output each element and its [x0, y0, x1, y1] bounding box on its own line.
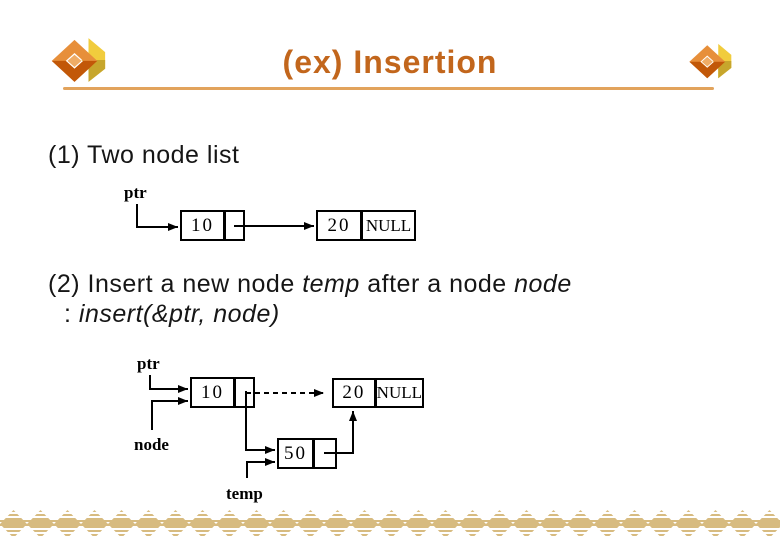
diagram2-node2-box: 20 NULL	[332, 378, 424, 408]
d2-temp-arrow	[246, 458, 275, 478]
diagram2-ptr-label: ptr	[137, 354, 160, 373]
header-divider	[63, 87, 714, 90]
cube-icon	[51, 38, 106, 82]
border-diamond	[729, 510, 756, 538]
node-value: 10	[191, 214, 214, 236]
cube-icon	[689, 43, 732, 79]
diagram1-node1-box: 10	[180, 210, 245, 241]
diagram2-node-label: node	[134, 435, 169, 454]
border-diamond	[756, 510, 780, 538]
section2-temp-var: temp	[302, 270, 360, 298]
diagram1-node2-box: 20 NULL	[316, 210, 416, 241]
border-diamond	[621, 510, 648, 538]
null-text: NULL	[376, 383, 422, 402]
node-pointer-cell	[223, 212, 243, 239]
border-diamond	[702, 510, 729, 538]
border-diamond	[162, 510, 189, 538]
border-diamond	[189, 510, 216, 538]
bottom-border-diamonds	[0, 508, 780, 540]
diagram1-ptr-label: ptr	[124, 183, 147, 202]
colon: :	[64, 300, 79, 328]
section2-text: (2) Insert a new node	[48, 270, 303, 298]
section2-text: after a node	[359, 270, 515, 298]
node-pointer-cell: NULL	[373, 380, 422, 406]
border-diamond	[27, 510, 54, 538]
border-diamond	[108, 510, 135, 538]
null-text: NULL	[365, 215, 412, 235]
border-diamond	[459, 510, 486, 538]
border-diamond	[351, 510, 378, 538]
border-diamond	[324, 510, 351, 538]
section2-heading: (2) Insert a new node temp after a node …	[48, 269, 572, 300]
bottom-border	[0, 508, 780, 540]
border-diamond	[297, 510, 324, 538]
d2-node-arrow	[151, 397, 188, 430]
border-diamond	[54, 510, 81, 538]
border-diamond	[513, 510, 540, 538]
node-pointer-cell: NULL	[360, 212, 414, 239]
insert-call-code: insert(&ptr, node)	[78, 300, 280, 328]
border-diamond	[432, 510, 459, 538]
border-diamond	[594, 510, 621, 538]
border-diamond	[567, 510, 594, 538]
border-diamond	[405, 510, 432, 538]
node-pointer-cell	[312, 440, 335, 467]
section2-node-var: node	[514, 270, 572, 298]
diagram2-temp-label: temp	[226, 484, 263, 503]
section2-call-signature: : insert(&ptr, node)	[64, 300, 280, 329]
diagram2-node1-box: 10	[190, 377, 255, 408]
d2-ptr-arrow	[149, 375, 188, 393]
page-title: (ex) Insertion	[282, 44, 498, 80]
node-value: 10	[201, 381, 224, 403]
node-pointer-cell	[233, 379, 253, 406]
border-diamond	[378, 510, 405, 538]
section1-heading: (1) Two node list	[48, 141, 240, 169]
node-value: 20	[342, 382, 366, 403]
border-diamond	[675, 510, 702, 538]
border-diamond	[540, 510, 567, 538]
border-diamond	[0, 510, 27, 538]
border-diamond	[648, 510, 675, 538]
border-diamond	[243, 510, 270, 538]
border-diamond	[486, 510, 513, 538]
border-diamond	[270, 510, 297, 538]
border-diamond	[216, 510, 243, 538]
diagram2-node3-box: 50	[277, 438, 337, 469]
node-value: 50	[284, 442, 307, 464]
border-diamond	[81, 510, 108, 538]
border-diamond	[135, 510, 162, 538]
node-value: 20	[327, 214, 351, 236]
d1-ptr-arrow	[136, 204, 178, 231]
